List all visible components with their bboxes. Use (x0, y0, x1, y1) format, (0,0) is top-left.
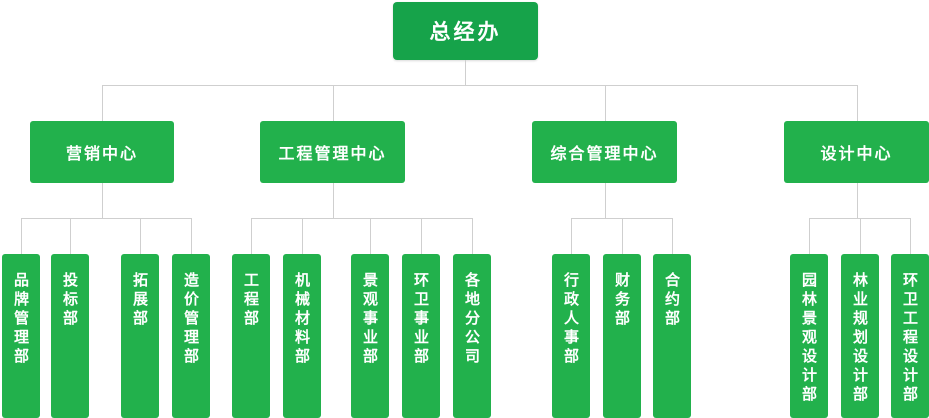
connector-line (472, 218, 473, 254)
department-label: 投标部 (61, 272, 79, 329)
connector-line (860, 218, 861, 254)
department-node: 合约部 (653, 254, 691, 418)
center-node: 设计中心 (784, 121, 929, 183)
connector-line (571, 218, 572, 254)
department-node: 行政人事部 (552, 254, 590, 418)
root-label: 总经办 (429, 20, 502, 44)
center-label: 综合管理中心 (550, 144, 659, 163)
connector-line (333, 85, 334, 121)
department-label: 林业规划设计部 (851, 272, 869, 405)
center-node: 工程管理中心 (260, 121, 405, 183)
connector-line (251, 218, 252, 254)
connector-line (333, 183, 334, 218)
center-label: 设计中心 (820, 144, 893, 163)
connector-line (605, 183, 606, 218)
department-label: 合约部 (663, 272, 681, 329)
department-label: 机械材料部 (293, 272, 311, 367)
department-label: 环卫事业部 (412, 272, 430, 367)
department-label: 财务部 (613, 272, 631, 329)
connector-line (102, 85, 103, 121)
connector-line (21, 218, 192, 219)
department-node: 造价管理部 (172, 254, 210, 418)
connector-line (21, 218, 22, 254)
center-label: 营销中心 (65, 144, 138, 163)
department-label: 行政人事部 (562, 272, 580, 367)
connector-line (102, 85, 858, 86)
department-node: 林业规划设计部 (841, 254, 879, 418)
connector-line (910, 218, 911, 254)
department-label: 品牌管理部 (12, 272, 30, 367)
connector-line (102, 183, 103, 218)
department-node: 工程部 (232, 254, 270, 418)
department-node: 品牌管理部 (2, 254, 40, 418)
connector-line (857, 85, 858, 121)
connector-line (140, 218, 141, 254)
connector-line (672, 218, 673, 254)
connector-line (370, 218, 371, 254)
connector-line (251, 218, 473, 219)
connector-line (465, 60, 466, 85)
department-node: 各地分公司 (453, 254, 491, 418)
connector-line (70, 218, 71, 254)
department-label: 工程部 (242, 272, 260, 329)
connector-line (605, 85, 606, 121)
connector-line (622, 218, 623, 254)
connector-line (302, 218, 303, 254)
department-node: 园林景观设计部 (790, 254, 828, 418)
center-node: 营销中心 (30, 121, 174, 183)
department-node: 投标部 (51, 254, 89, 418)
root-node: 总经办 (393, 2, 538, 60)
connector-line (809, 218, 810, 254)
department-label: 造价管理部 (182, 272, 200, 367)
department-label: 各地分公司 (463, 272, 481, 367)
department-node: 环卫工程设计部 (891, 254, 929, 418)
department-node: 环卫事业部 (402, 254, 440, 418)
department-label: 园林景观设计部 (800, 272, 818, 405)
connector-line (857, 183, 858, 218)
department-node: 拓展部 (121, 254, 159, 418)
department-node: 景观事业部 (351, 254, 389, 418)
connector-line (191, 218, 192, 254)
center-node: 综合管理中心 (532, 121, 677, 183)
department-node: 财务部 (603, 254, 641, 418)
department-node: 机械材料部 (283, 254, 321, 418)
department-label: 景观事业部 (361, 272, 379, 367)
department-label: 环卫工程设计部 (901, 272, 919, 405)
department-label: 拓展部 (131, 272, 149, 329)
connector-line (421, 218, 422, 254)
center-label: 工程管理中心 (278, 144, 387, 163)
